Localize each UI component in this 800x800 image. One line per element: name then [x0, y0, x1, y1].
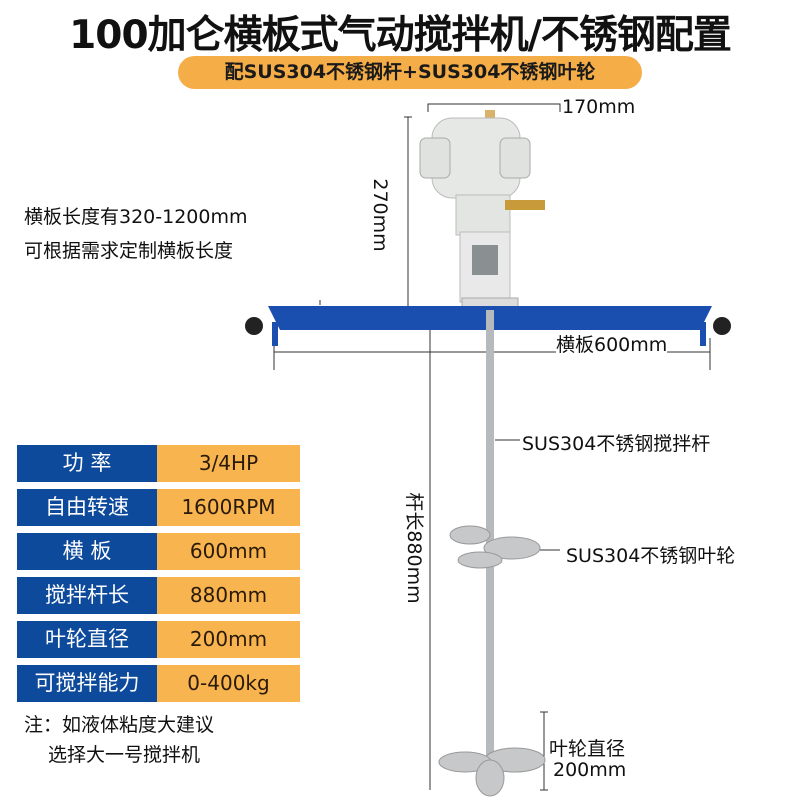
- impeller-callout: SUS304不锈钢叶轮: [566, 545, 736, 567]
- motor: [419, 110, 545, 311]
- spec-value: 200mm: [157, 621, 300, 658]
- spec-value: 880mm: [157, 577, 300, 614]
- product-title: 100加仑横板式气动搅拌机/不锈钢配置: [69, 13, 732, 58]
- spec-label: 自由转速: [17, 489, 157, 526]
- note-line-2: 选择大一号搅拌机: [48, 744, 201, 766]
- spec-value: 3/4HP: [157, 445, 300, 482]
- rod-callout: SUS304不锈钢搅拌杆: [522, 433, 711, 455]
- spec-label: 横 板: [17, 533, 157, 570]
- plate-knob-right: [713, 317, 731, 335]
- rod-dimension: 杆长880mm: [403, 492, 426, 604]
- plate-note-2: 可根据需求定制横板长度: [24, 240, 234, 262]
- note-line-1: 注：如液体粘度大建议: [24, 714, 215, 736]
- spec-value: 600mm: [157, 533, 300, 570]
- subtitle-badge: 配SUS304不锈钢杆+SUS304不锈钢叶轮: [178, 56, 642, 89]
- height-dimension: 270mm: [369, 178, 391, 252]
- plate-dimension: 横板600mm: [556, 330, 668, 357]
- spec-label: 叶轮直径: [17, 621, 157, 658]
- spec-value: 0-400kg: [157, 665, 300, 702]
- width-dimension: 170mm: [562, 96, 636, 118]
- spec-value: 1600RPM: [157, 489, 300, 526]
- impeller-upper: [449, 525, 541, 569]
- spec-label: 可搅拌能力: [17, 665, 157, 702]
- impeller-dimension: 200mm: [553, 759, 627, 781]
- impeller-dimension-label: 叶轮直径: [549, 738, 626, 760]
- spec-label: 功 率: [17, 445, 157, 482]
- plate-knob-left: [245, 317, 263, 335]
- spec-label: 搅拌杆长: [17, 577, 157, 614]
- impeller-lower: [438, 747, 546, 797]
- plate-note-1: 横板长度有320-1200mm: [24, 206, 248, 228]
